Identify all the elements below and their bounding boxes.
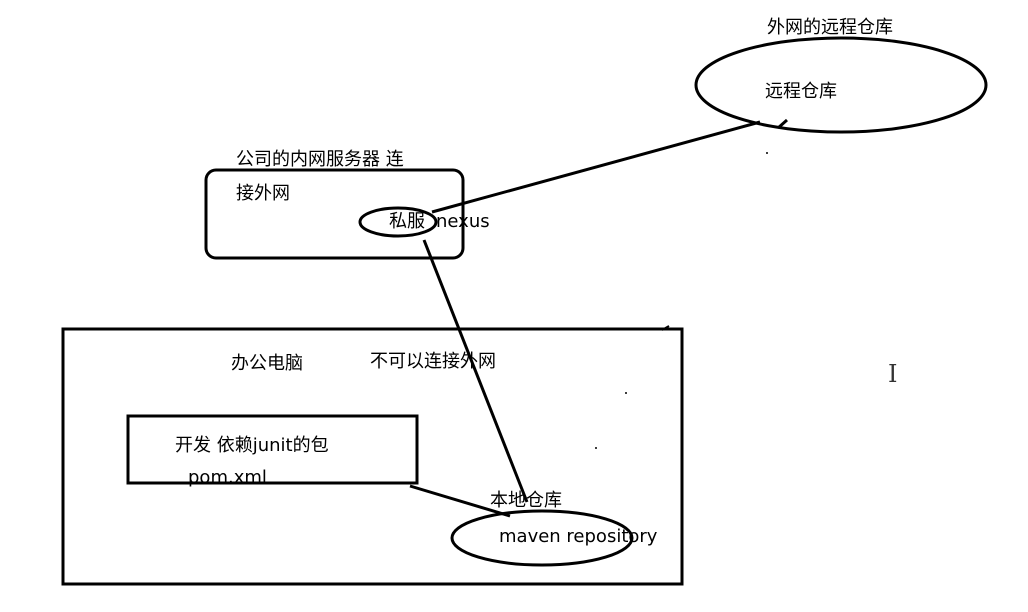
- stray-dot: [766, 152, 768, 154]
- connector-private-to-remote: [431, 120, 761, 214]
- stray-dot: [625, 392, 627, 394]
- text-cursor-icon: I: [888, 360, 898, 388]
- private-server-ellipse: [358, 206, 438, 238]
- company-server-box: [204, 168, 465, 260]
- remote-repo-ellipse: [694, 36, 988, 134]
- stray-dot: [595, 447, 597, 449]
- nexus-label: nexus: [436, 211, 490, 232]
- local-repo-caption: 本地仓库: [490, 490, 562, 511]
- connector-dev-to-local: [409, 484, 511, 518]
- connector-remote-tick: [777, 118, 788, 130]
- company-server-caption-line1: 公司的内网服务器 连: [236, 149, 404, 170]
- dev-box: [126, 414, 419, 485]
- no-internet-label: 不可以连接外网: [370, 351, 496, 372]
- local-repo-label: maven repository: [499, 526, 658, 547]
- office-pc-label: 办公电脑: [231, 353, 303, 374]
- office-pc-box: [61, 327, 684, 586]
- remote-repo-label: 远程仓库: [765, 81, 837, 102]
- local-repo-ellipse: [450, 509, 634, 567]
- remote-repo-caption: 外网的远程仓库: [767, 17, 893, 38]
- private-server-label: 私服: [389, 211, 425, 232]
- stray-mark: [661, 325, 670, 331]
- dev-line1: 开发 依赖junit的包: [175, 435, 329, 456]
- company-server-caption-line2: 接外网: [236, 183, 290, 204]
- connector-private-to-local: [422, 239, 529, 503]
- dev-line2: pom.xml: [188, 467, 267, 488]
